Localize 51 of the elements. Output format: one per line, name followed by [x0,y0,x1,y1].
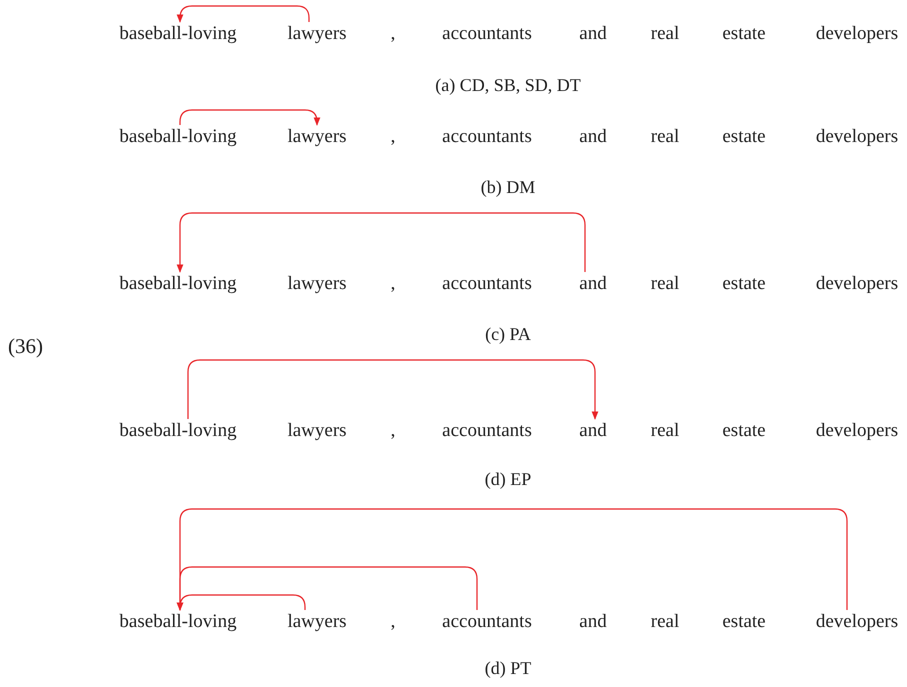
word: , [390,419,396,443]
word: , [390,272,396,296]
subfigure-caption: (c) PA [485,323,531,345]
word: accountants [442,272,532,296]
word: accountants [442,125,532,149]
arrow [187,359,598,420]
word: and [579,125,607,149]
word: baseball-loving [119,272,237,296]
example-number: (36) [8,334,43,358]
word: baseball-loving [119,125,237,149]
word: real [650,125,680,149]
arrow [176,508,848,611]
word: real [650,22,680,46]
word: developers [816,22,898,46]
word: developers [816,610,898,634]
word: accountants [442,419,532,443]
word: real [650,272,680,296]
word: baseball-loving [119,22,237,46]
word: estate [722,610,766,634]
word: developers [816,125,898,149]
word: estate [722,22,766,46]
word: lawyers [287,272,347,296]
word: and [579,419,607,443]
subfigure-caption: (a) CD, SB, SD, DT [435,74,581,96]
word: lawyers [287,125,347,149]
word: estate [722,419,766,443]
word: , [390,22,396,46]
word: estate [722,125,766,149]
word: lawyers [287,22,347,46]
word: baseball-loving [119,610,237,634]
word: , [390,125,396,149]
subfigure-caption: (d) EP [484,468,532,490]
arrow [176,5,310,23]
word: lawyers [287,610,347,634]
subfigure-caption: (d) PT [484,657,532,679]
word: lawyers [287,419,347,443]
word: estate [722,272,766,296]
word: real [650,610,680,634]
word: baseball-loving [119,419,237,443]
arrow [179,109,320,126]
word: accountants [442,22,532,46]
arrow [176,212,586,273]
word: and [579,272,607,296]
word: real [650,419,680,443]
subfigure-caption: (b) DM [480,176,536,198]
word: developers [816,419,898,443]
word: accountants [442,610,532,634]
word: , [390,610,396,634]
word: developers [816,272,898,296]
word: and [579,22,607,46]
word: and [579,610,607,634]
